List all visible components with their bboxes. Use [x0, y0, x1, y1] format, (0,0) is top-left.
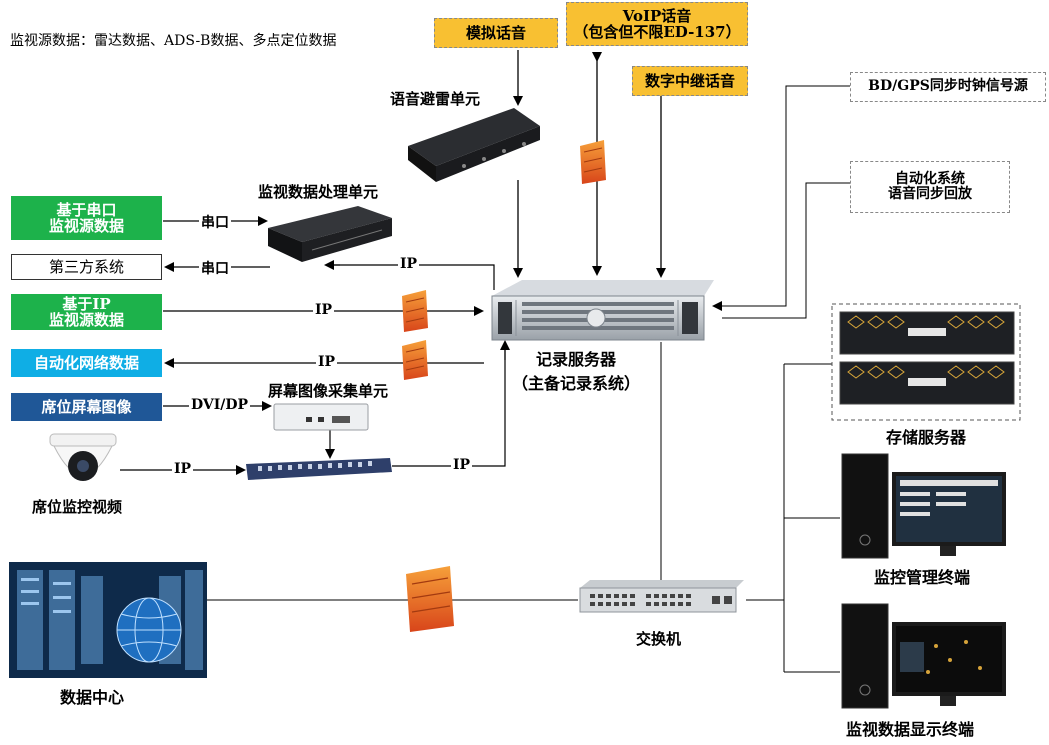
serial-source-line2: 监视源数据: [48, 217, 124, 235]
ip-link-label-3: IP: [316, 354, 338, 370]
dome-camera-icon: [49, 433, 117, 481]
voice-lightning-unit-icon: [408, 108, 540, 182]
serial-source-line1: 基于串口: [56, 200, 117, 219]
screen-capture-title: 屏幕图像采集单元: [268, 382, 389, 400]
ip-link-label-2: IP: [313, 302, 335, 318]
analog-voice-label: 模拟话音: [465, 23, 526, 42]
record-server-subtitle: （主备记录系统）: [512, 374, 641, 393]
third-party-label: 第三方系统: [48, 257, 124, 276]
record-server-title: 记录服务器: [536, 350, 617, 369]
serial-source-box: 基于串口 监视源数据: [11, 196, 162, 240]
mgmt-terminal-icon: [841, 453, 1006, 559]
ip-link-label-5: IP: [451, 457, 473, 473]
switch-title: 交换机: [636, 630, 682, 648]
ip-source-box: 基于IP 监视源数据: [11, 294, 162, 330]
serial-link-label-2: 串口: [199, 258, 231, 278]
seat-screen-box: 席位屏幕图像: [11, 393, 162, 421]
sources-note: 监视源数据：雷达数据、ADS-B数据、多点定位数据: [10, 33, 337, 49]
ip-source-line2: 监视源数据: [48, 311, 124, 329]
voip-voice-line2: （包含但不限ED-137）: [573, 23, 741, 41]
seat-camera-title: 席位监控视频: [32, 498, 123, 516]
serial-link-label-1: 串口: [199, 212, 231, 232]
digital-relay-voice-box: 数字中继话音: [632, 66, 748, 96]
storage-server-title: 存储服务器: [886, 428, 967, 447]
firewall-icon-data-center: [402, 564, 458, 634]
data-center-title: 数据中心: [60, 688, 125, 707]
automation-network-label: 自动化网络数据: [33, 353, 139, 372]
ip-source-line1: 基于IP: [62, 294, 111, 313]
bd-gps-clock-box: BD/GPS同步时钟信号源: [850, 72, 1046, 102]
screen-capture-unit-icon: [273, 403, 369, 431]
firewall-icon-ip-source: [400, 288, 430, 334]
display-terminal-icon: [841, 603, 1006, 709]
network-switch-icon: [579, 580, 744, 613]
firewall-icon-automation: [400, 338, 430, 382]
data-center-icon: [9, 562, 207, 678]
surv-processor-title: 监视数据处理单元: [258, 183, 379, 201]
ip-link-label-1: IP: [398, 256, 420, 272]
bd-gps-clock-label: BD/GPS同步时钟信号源: [868, 78, 1028, 95]
automation-network-box: 自动化网络数据: [11, 349, 162, 377]
voice-lightning-title: 语音避雷单元: [390, 90, 481, 108]
display-terminal-title: 监视数据显示终端: [846, 720, 975, 739]
storage-array-icon: [839, 311, 1015, 405]
third-party-box: 第三方系统: [11, 254, 162, 280]
automation-line1: 自动化系统: [895, 170, 965, 187]
ip-link-label-4: IP: [172, 461, 194, 477]
dvi-dp-link-label: DVI/DP: [189, 397, 251, 413]
digital-relay-voice-label: 数字中继话音: [644, 71, 735, 90]
automation-line2: 语音同步回放: [888, 186, 972, 202]
voip-voice-box: VoIP话音 （包含但不限ED-137）: [566, 2, 748, 46]
seat-screen-label: 席位屏幕图像: [41, 397, 132, 416]
automation-playback-box: 自动化系统 语音同步回放: [850, 161, 1010, 213]
surv-processor-icon: [268, 206, 392, 262]
patch-panel-icon: [246, 458, 392, 480]
voip-voice-line1: VoIP话音: [622, 6, 692, 25]
firewall-icon-voip: [578, 138, 608, 186]
mgmt-terminal-title: 监控管理终端: [874, 568, 971, 587]
record-server-icon: [491, 280, 714, 341]
analog-voice-box: 模拟话音: [434, 18, 558, 48]
